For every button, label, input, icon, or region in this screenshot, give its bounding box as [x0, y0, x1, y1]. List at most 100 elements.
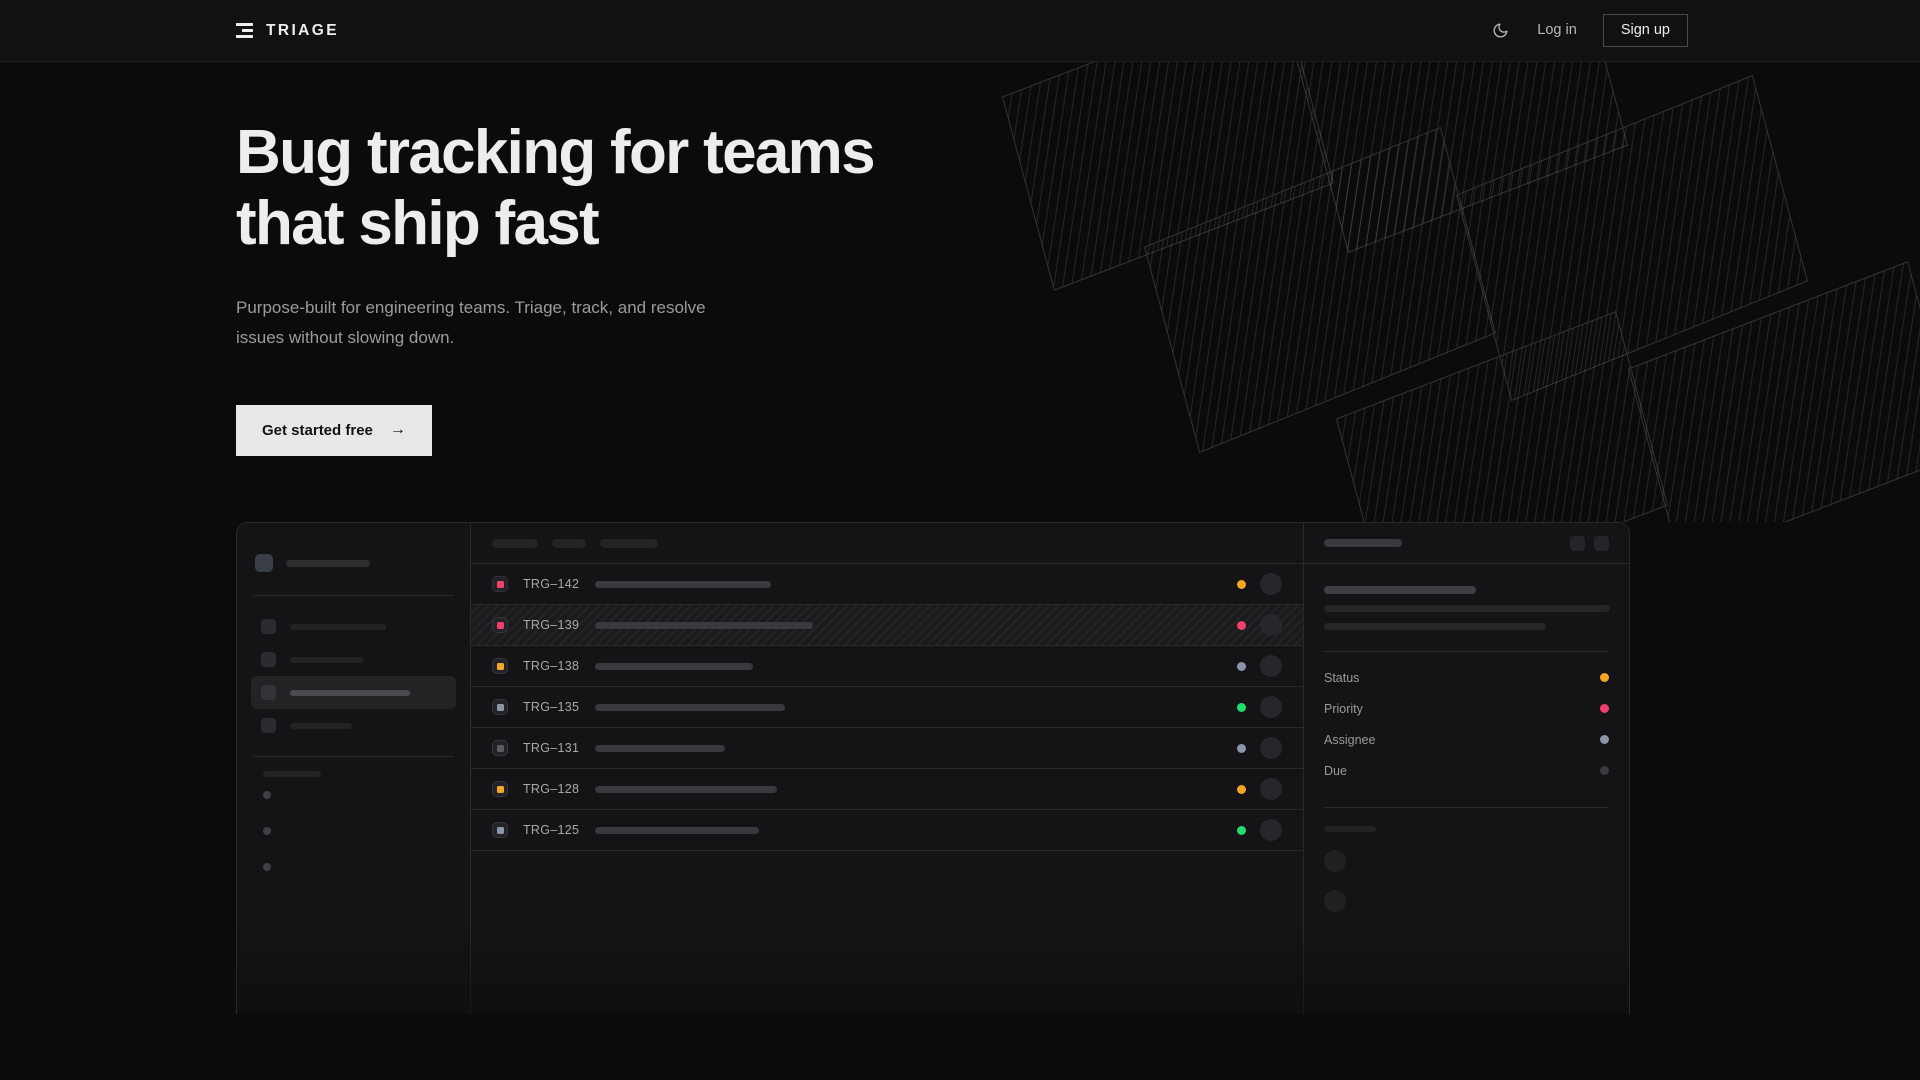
stacked-bars-logo-icon [236, 23, 253, 38]
issue-title-placeholder [595, 826, 759, 834]
hero-section: Bug tracking for teams that ship fast Pu… [236, 118, 876, 456]
issue-title-placeholder [595, 580, 771, 588]
detail-meta-due[interactable]: Due [1324, 755, 1609, 786]
issue-title-placeholder [595, 703, 785, 711]
issue-id: TRG–138 [523, 659, 580, 673]
login-link[interactable]: Log in [1537, 22, 1577, 39]
detail-meta-label: Assignee [1324, 732, 1376, 747]
sidebar-nav [251, 610, 456, 742]
sidebar-project-item[interactable] [251, 777, 456, 813]
detail-divider [1324, 807, 1609, 808]
issue-id: TRG–131 [523, 741, 580, 755]
navbar: TRIAGE Log in Sign up [0, 0, 1920, 62]
brand[interactable]: TRIAGE [236, 22, 339, 40]
activity-avatar[interactable] [1324, 890, 1346, 912]
issue-row[interactable]: TRG–125 [471, 810, 1303, 851]
avatar[interactable] [1260, 737, 1282, 759]
issue-row-meta [1237, 778, 1282, 800]
signup-button[interactable]: Sign up [1602, 13, 1688, 48]
sidebar-item-3[interactable] [251, 676, 456, 709]
issue-id: TRG–139 [523, 618, 580, 632]
issue-id: TRG–142 [523, 577, 580, 591]
avatar[interactable] [1260, 819, 1282, 841]
detail-meta-value-icon [1600, 673, 1609, 682]
get-started-button[interactable]: Get started free → [236, 404, 432, 456]
avatar[interactable] [1260, 696, 1282, 718]
detail-header-actions [1570, 535, 1609, 551]
detail-activity [1324, 826, 1609, 912]
issue-row-meta [1237, 573, 1282, 595]
avatar[interactable] [1260, 614, 1282, 636]
sidebar-item-label-placeholder [290, 656, 364, 663]
priority-badge-icon [492, 617, 508, 633]
detail-issue-title-placeholder [1324, 586, 1476, 594]
app-sidebar [237, 523, 471, 1014]
issue-row[interactable]: TRG–135 [471, 687, 1303, 728]
detail-title-placeholder [1324, 539, 1402, 547]
detail-meta-status[interactable]: Status [1324, 662, 1609, 693]
sidebar-divider [253, 595, 454, 596]
project-dot-icon [263, 827, 271, 835]
priority-badge-icon [492, 740, 508, 756]
navbar-actions: Log in Sign up [1489, 13, 1688, 48]
sidebar-project-item[interactable] [251, 849, 456, 885]
issue-row[interactable]: TRG–131 [471, 728, 1303, 769]
issue-title-placeholder [595, 744, 725, 752]
arrow-right-icon: → [389, 421, 406, 439]
sidebar-divider [253, 756, 454, 757]
avatar[interactable] [1260, 573, 1282, 595]
detail-meta-priority[interactable]: Priority [1324, 693, 1609, 724]
sidebar-item-4[interactable] [251, 709, 456, 742]
headline-line-1: Bug tracking for teams [236, 118, 876, 187]
toolbar-chip[interactable] [492, 538, 538, 548]
sidebar-item-label-placeholder [290, 722, 352, 729]
workspace-switcher[interactable] [251, 539, 456, 581]
detail-action-2[interactable] [1594, 535, 1609, 551]
detail-meta-label: Status [1324, 670, 1360, 685]
moon-icon[interactable] [1489, 20, 1511, 42]
toolbar-chip[interactable] [600, 538, 658, 548]
avatar[interactable] [1260, 655, 1282, 677]
issue-id: TRG–125 [523, 823, 580, 837]
sidebar-item-icon [261, 652, 276, 667]
detail-meta-value-icon [1600, 735, 1609, 744]
activity-label-placeholder [1324, 826, 1376, 832]
toolbar-chip[interactable] [552, 538, 586, 548]
sidebar-project-list [251, 777, 456, 885]
status-dot-icon [1237, 784, 1246, 794]
issue-title-placeholder [595, 621, 813, 629]
status-dot-icon [1237, 702, 1246, 712]
sidebar-item-label-placeholder [290, 689, 410, 696]
issue-row[interactable]: TRG–128 [471, 769, 1303, 810]
priority-badge-icon [492, 822, 508, 838]
status-dot-icon [1237, 661, 1246, 671]
issue-row[interactable]: TRG–138 [471, 646, 1303, 687]
issue-title-placeholder [595, 785, 777, 793]
status-dot-icon [1237, 825, 1246, 835]
detail-description-placeholder [1324, 605, 1610, 630]
project-dot-icon [263, 791, 271, 799]
detail-meta-value-icon [1600, 766, 1609, 775]
sidebar-item-1[interactable] [251, 610, 456, 643]
issue-id: TRG–128 [523, 782, 580, 796]
workspace-name-placeholder [286, 559, 370, 567]
detail-meta-assignee[interactable]: Assignee [1324, 724, 1609, 755]
issue-row[interactable]: TRG–142 [471, 564, 1303, 605]
priority-badge-icon [492, 699, 508, 715]
headline-line-2: that ship fast [236, 188, 600, 258]
issue-id: TRG–135 [523, 700, 580, 714]
issue-row[interactable]: TRG–139 [471, 605, 1303, 646]
detail-action-1[interactable] [1570, 535, 1585, 551]
activity-avatar[interactable] [1324, 850, 1346, 872]
detail-meta-value-icon [1600, 704, 1609, 713]
issue-row-meta [1237, 696, 1282, 718]
sidebar-item-label-placeholder [290, 623, 386, 630]
avatar[interactable] [1260, 778, 1282, 800]
sidebar-item-2[interactable] [251, 643, 456, 676]
sidebar-project-item[interactable] [251, 813, 456, 849]
sidebar-item-icon [261, 619, 276, 634]
